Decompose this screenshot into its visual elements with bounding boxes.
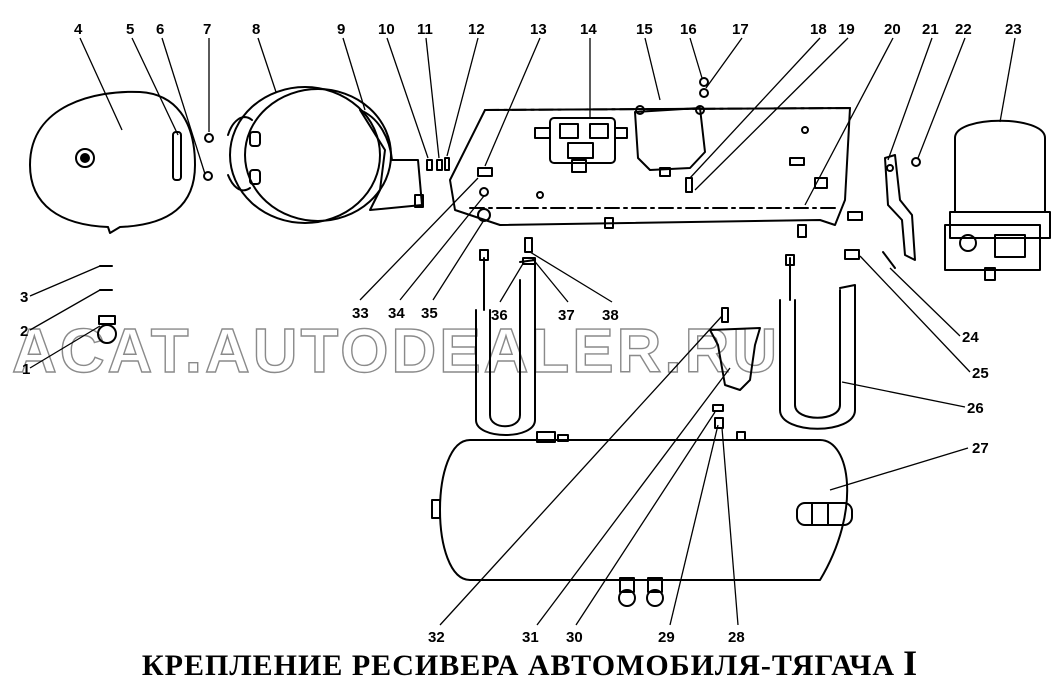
part-4-end-cover <box>29 90 196 234</box>
label-32: 32 <box>428 629 445 646</box>
label-9: 9 <box>337 21 345 38</box>
label-11: 11 <box>417 21 433 38</box>
label-1: 1 <box>22 361 30 378</box>
label-17: 17 <box>732 21 749 38</box>
part-34-washer <box>479 187 489 197</box>
label-23: 23 <box>1005 21 1022 38</box>
label-18: 18 <box>810 21 827 38</box>
mounting-plate <box>449 107 851 238</box>
label-13: 13 <box>530 21 547 38</box>
label-19: 19 <box>838 21 855 38</box>
label-5: 5 <box>126 21 134 38</box>
part-7-nut <box>204 133 214 143</box>
part-31-holder <box>709 307 761 391</box>
label-6: 6 <box>156 21 164 38</box>
label-15: 15 <box>636 21 653 38</box>
part-15-cover <box>634 105 706 177</box>
label-24: 24 <box>962 329 979 346</box>
caption-text: КРЕПЛЕНИЕ РЕСИВЕРА АВТОМОБИЛЯ-ТЯГАЧА <box>141 649 896 682</box>
part-16-nut <box>699 77 709 87</box>
part-11-washer <box>436 159 443 171</box>
part-25-bolt <box>844 249 860 260</box>
part-18-bolt <box>685 177 693 193</box>
label-37: 37 <box>558 307 575 324</box>
label-30: 30 <box>566 629 583 646</box>
label-28: 28 <box>728 629 745 646</box>
label-25: 25 <box>972 365 989 382</box>
part-labels: 4 5 6 7 8 9 10 11 12 13 14 15 16 17 18 1… <box>20 21 1022 646</box>
label-35: 35 <box>421 305 438 322</box>
part-24-pin <box>882 251 896 269</box>
part-10-washer <box>426 159 433 171</box>
label-12: 12 <box>468 21 485 38</box>
part-17-nut <box>699 88 709 98</box>
part-14-valve <box>534 117 628 173</box>
part-26-right-strap <box>779 254 856 430</box>
leader-lines <box>29 37 1016 626</box>
watermark: ACAT.AUTODEALER.RU <box>12 317 780 386</box>
part-1-fitting <box>97 315 117 344</box>
label-7: 7 <box>203 21 211 38</box>
label-21: 21 <box>922 21 939 38</box>
part-27-receiver-tank <box>431 431 853 607</box>
label-14: 14 <box>580 21 597 38</box>
part-33-bolt <box>477 167 493 177</box>
label-16: 16 <box>680 21 697 38</box>
label-31: 31 <box>522 629 539 646</box>
label-34: 34 <box>388 305 405 322</box>
part-23-air-dryer <box>944 119 1051 281</box>
label-22: 22 <box>955 21 972 38</box>
caption-roman-numeral: I <box>903 643 919 683</box>
part-29-nut <box>714 417 724 429</box>
part-30-washer <box>712 404 724 412</box>
label-26: 26 <box>967 400 984 417</box>
label-33: 33 <box>352 305 369 322</box>
part-12-bolt <box>444 157 450 171</box>
label-2: 2 <box>20 323 28 340</box>
part-8-clamp-bands <box>227 86 392 224</box>
part-36-left-strap <box>475 249 536 436</box>
label-36: 36 <box>491 307 508 324</box>
part-21-bracket-arm <box>884 154 916 261</box>
label-20: 20 <box>884 21 901 38</box>
part-6-bolt <box>203 171 213 181</box>
label-3: 3 <box>20 289 28 306</box>
label-4: 4 <box>74 21 83 38</box>
label-29: 29 <box>658 629 675 646</box>
part-9-bracket <box>359 109 424 211</box>
part-37-bolt <box>524 237 533 253</box>
label-27: 27 <box>972 440 989 457</box>
part-22-nut <box>911 157 921 167</box>
label-38: 38 <box>602 307 619 324</box>
label-8: 8 <box>252 21 260 38</box>
label-10: 10 <box>378 21 395 38</box>
